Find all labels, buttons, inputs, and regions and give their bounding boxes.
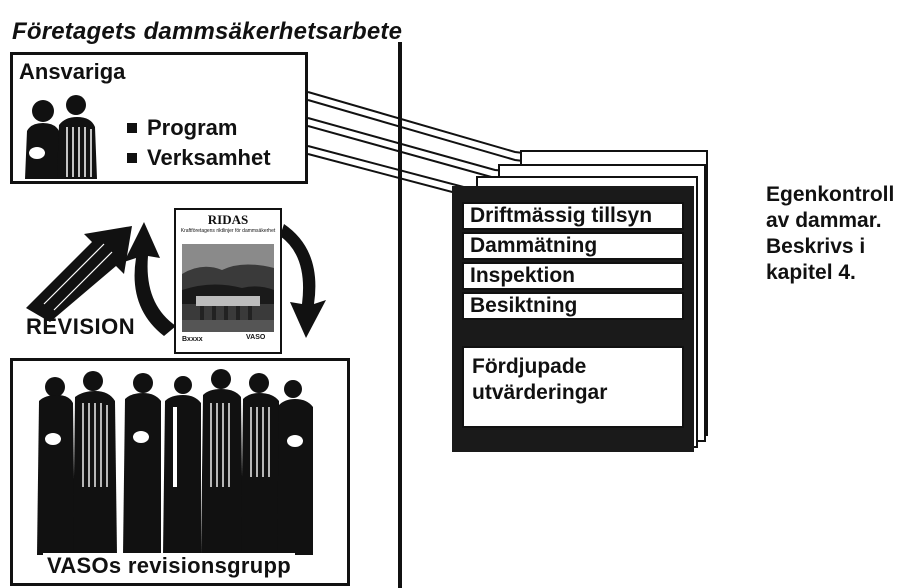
- ansvariga-item-verksamhet: Verksamhet: [127, 145, 271, 171]
- side-note: Egenkontroll av dammar. Beskrivs i kapit…: [766, 182, 894, 286]
- two-people-icon: [21, 93, 111, 179]
- bullet-icon: [127, 153, 137, 163]
- ansvariga-item-label: Verksamhet: [147, 145, 271, 171]
- side-note-line: kapitel 4.: [766, 260, 894, 286]
- dam-photo-image: [182, 244, 274, 332]
- side-note-line: Beskrivs i: [766, 234, 894, 260]
- group-of-people-icon: [31, 367, 331, 557]
- ridas-title: RIDAS: [176, 212, 280, 228]
- side-note-line: Egenkontroll: [766, 182, 894, 208]
- revision-group-box: VASOs revisionsgrupp: [10, 358, 350, 586]
- stack-row-driftmassig: Driftmässig tillsyn: [462, 202, 684, 230]
- egenkontroll-stack-front: Driftmässig tillsyn Dammätning Inspektio…: [452, 186, 694, 452]
- side-note-line: av dammar.: [766, 208, 894, 234]
- stack-lower-line-2: utvärderingar: [472, 380, 674, 406]
- curved-arrow-down-icon: [280, 220, 330, 340]
- stack-row-inspektion: Inspektion: [462, 262, 684, 290]
- ansvariga-heading: Ansvariga: [19, 59, 125, 85]
- ridas-footer-right: VASO: [246, 334, 265, 341]
- ansvariga-item-program: Program: [127, 115, 237, 141]
- stack-lower-box: Fördjupade utvärderingar: [462, 346, 684, 428]
- ansvariga-box: Ansvariga Program Verksamhet: [10, 52, 308, 184]
- revision-group-label: VASOs revisionsgrupp: [43, 553, 295, 579]
- stack-row-dammatning: Dammätning: [462, 232, 684, 260]
- ansvariga-item-label: Program: [147, 115, 237, 141]
- bullet-icon: [127, 123, 137, 133]
- stack-row-besiktning: Besiktning: [462, 292, 684, 320]
- ridas-subtitle: Kraftföretagens riktlinjer för dammsäker…: [180, 228, 276, 240]
- ridas-footer-left: Bxxxx: [182, 336, 203, 343]
- stack-lower-line-1: Fördjupade: [472, 354, 674, 380]
- revision-label: REVISION: [26, 314, 135, 340]
- ridas-document: RIDAS Kraftföretagens riktlinjer för dam…: [174, 208, 282, 354]
